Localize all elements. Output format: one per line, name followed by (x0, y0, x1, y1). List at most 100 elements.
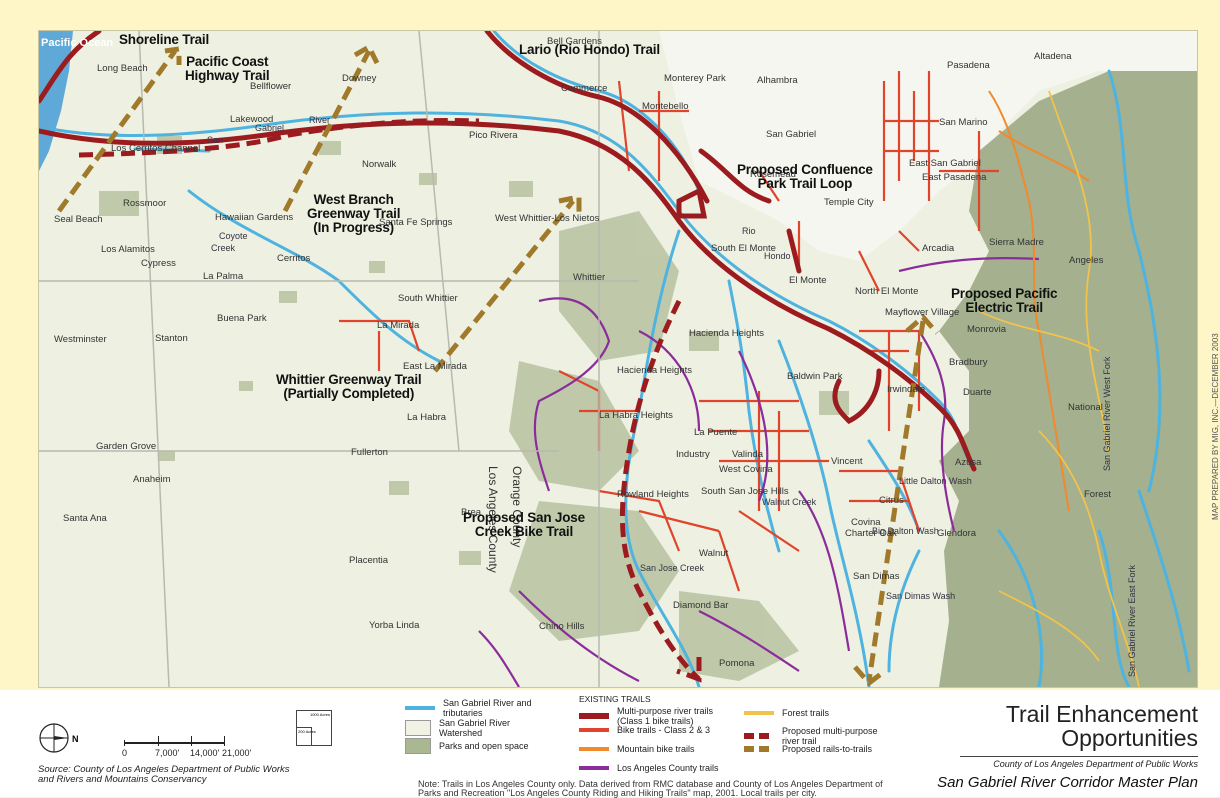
place-label: Industry (676, 449, 710, 460)
water-label: Coyote (219, 231, 248, 241)
trail-label-line: Proposed Pacific (951, 286, 1058, 301)
water-label: San Gabriel River East Fork (1127, 564, 1137, 677)
water-label: San Dimas Wash (886, 591, 956, 601)
place-label: Anaheim (133, 474, 171, 485)
trail-label-line: West Branch (313, 192, 394, 207)
place-label: San Gabriel (766, 129, 817, 140)
water-label: San Jose Creek (640, 563, 705, 573)
place-label: Commerce (561, 83, 608, 94)
place-label: Seal Beach (54, 214, 103, 225)
water-label: San (207, 135, 224, 145)
place-label: Altadena (1034, 51, 1072, 62)
place-label: Chino Hills (539, 621, 585, 632)
place-label: Pasadena (947, 60, 990, 71)
map-graphics (39, 31, 1197, 687)
legend-label: Mountain bike trails (617, 744, 695, 754)
place-label: Los Cerritos Channel (111, 143, 201, 154)
trail-label-line: Greenway Trail (307, 206, 401, 221)
trail-label-line: Proposed San Jose (463, 510, 585, 525)
place-label: El Monte (789, 275, 827, 286)
legend-item: San Gabriel River and tributaries (405, 698, 553, 718)
place-label: Rosemead (750, 169, 796, 180)
place-label: West Whittier-Los Nietos (495, 213, 600, 224)
place-label: Sierra Madre (989, 237, 1044, 248)
place-label: South El Monte (711, 243, 776, 254)
legend-label: San Gabriel River Watershed (439, 718, 511, 738)
legend-label: Proposed rails-to-trails (782, 744, 873, 754)
place-label: La Mirada (377, 320, 420, 331)
trail-label-line: Pacific Coast (186, 54, 269, 69)
scale-label: 21,000' (222, 748, 252, 758)
water-label: Little Dalton Wash (899, 476, 972, 486)
place-label: National (1068, 402, 1103, 413)
compass-and-scale (39, 723, 225, 753)
place-label: Hawaiian Gardens (215, 212, 294, 223)
legend-item: Proposed rails-to-trails (744, 744, 872, 754)
ocean-label: Pacific Ocean (41, 37, 114, 49)
trail-label-line: Park Trail Loop (757, 176, 853, 191)
trail-label-line: Highway Trail (185, 68, 270, 83)
legend-swatch (579, 766, 609, 770)
place-label: Monrovia (967, 324, 1007, 335)
legend-swatch (405, 738, 431, 754)
legend-swatch (579, 713, 609, 719)
place-label: Glendora (937, 528, 977, 539)
place-label: Walnut (699, 548, 729, 559)
scale-label: 7,000' (155, 748, 180, 758)
place-label: Santa Fe Springs (379, 217, 453, 228)
legend-label: Multi-purpose river trails (Class 1 bike… (617, 706, 714, 726)
place-label: Downey (342, 73, 377, 84)
place-label: Alhambra (757, 75, 798, 86)
place-label: Pomona (719, 658, 755, 669)
legend-label: Parks and open space (439, 741, 529, 751)
place-label: Fullerton (351, 447, 388, 458)
place-label: Whittier (573, 272, 606, 283)
place-label: Westminster (54, 334, 107, 345)
scale-label: 0 (122, 748, 128, 758)
place-label: Rowland Heights (617, 489, 689, 500)
trail-label-line: Shoreline Trail (119, 32, 210, 47)
trail-label-line: Creek Bike Trail (474, 524, 573, 539)
place-label: Santa Ana (63, 513, 107, 524)
place-label: Forest (1084, 489, 1111, 500)
place-label: Diamond Bar (673, 600, 729, 611)
legend-label: Forest trails (782, 708, 830, 718)
place-label: Hacienda Heights (617, 365, 692, 376)
place-label: Monterey Park (664, 73, 726, 84)
place-label: Azusa (955, 457, 982, 468)
legend-item: Multi-purpose river trails (Class 1 bike… (579, 706, 727, 726)
place-label: Norwalk (362, 159, 397, 170)
water-label: Big Dalton Wash (872, 526, 939, 536)
place-label: Los Alamitos (101, 244, 155, 255)
place-label: Baldwin Park (787, 371, 843, 382)
place-label: San Dimas (853, 571, 900, 582)
acres-bottom-label: 200 Acres (298, 729, 316, 734)
place-label: Stanton (155, 333, 188, 344)
water-label: Gabriel (255, 123, 285, 133)
place-label: Vincent (831, 456, 863, 467)
place-label: North El Monte (855, 286, 919, 297)
water-label: Rio (742, 226, 756, 236)
legend-swatch (744, 746, 774, 752)
place-label: Yorba Linda (369, 620, 420, 631)
place-label: East La Mirada (403, 361, 467, 372)
place-label: Bellflower (250, 81, 292, 92)
legend-item: Mountain bike trails (579, 744, 695, 754)
legend-item: Forest trails (744, 708, 829, 718)
data-note: Note: Trails in Los Angeles County only.… (418, 779, 883, 798)
trail-label-line: Lario (Rio Hondo) Trail (519, 42, 660, 57)
place-label: Bell Gardens (547, 36, 602, 47)
legend-item: Bike trails - Class 2 & 3 (579, 725, 710, 735)
place-label: Cerritos (277, 253, 311, 264)
plan-name: San Gabriel River Corridor Master Plan (937, 774, 1198, 791)
prepared-by: MAP PREPARED BY MIG, INC.—DECEMBER 2003 (1211, 333, 1220, 520)
legend-label: Proposed multi-purpose river trail (782, 726, 878, 746)
place-label: East Pasadena (922, 172, 987, 183)
